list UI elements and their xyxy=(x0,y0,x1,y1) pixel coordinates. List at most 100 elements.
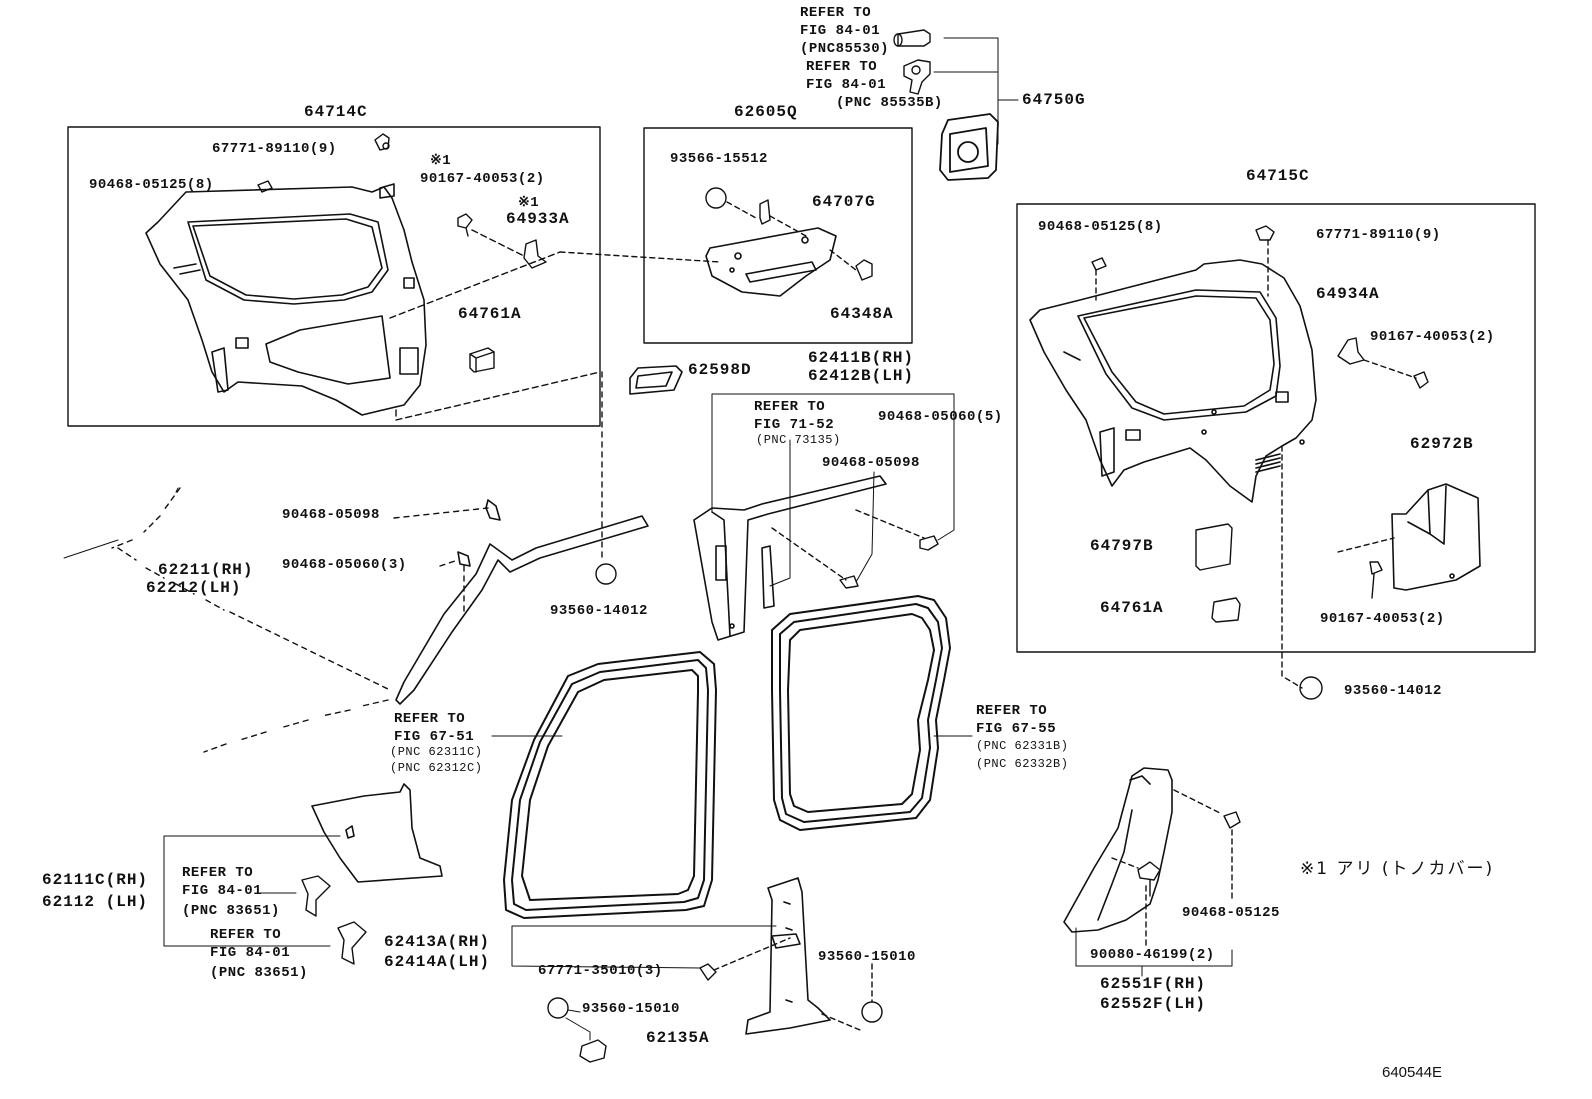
pad-64797B xyxy=(1195,523,1233,571)
weatherstrip-front xyxy=(503,651,717,919)
part-90468-05098-m: 90468-05098 xyxy=(822,455,920,471)
s-screw-93560-15010-l xyxy=(547,997,569,1019)
refer-84-a-3: (PNC85530) xyxy=(800,41,890,57)
part-90468-05098-lh: 90468-05098 xyxy=(282,507,380,523)
part-62212: 62212(LH) xyxy=(146,579,242,597)
part-62413A: 62413A(RH) xyxy=(384,933,491,951)
s-screw-93560-15010-r xyxy=(861,1001,883,1023)
part-62111C: 62111C(RH) xyxy=(42,871,149,889)
lamp-62598D xyxy=(629,365,683,395)
refer-67-55-3: (PNC 62331B) xyxy=(976,739,1069,753)
lamp-85535B xyxy=(903,59,931,95)
part-62211: 62211(RH) xyxy=(158,561,254,579)
group-box-64715C xyxy=(1016,203,1536,653)
refer-67-55-2: FIG 67-55 xyxy=(976,721,1057,737)
part-90167-40053-rh2: 90167-40053(2) xyxy=(1320,611,1445,627)
clip-83651-b xyxy=(337,921,367,965)
part-90468-05125-b: 90468-05125 xyxy=(1182,905,1280,921)
part-90468-05060-3: 90468-05060(3) xyxy=(282,557,407,573)
part-64348A: 64348A xyxy=(830,305,894,323)
clip-67771-89110-lh xyxy=(374,133,390,151)
clip-90468-05125-lh xyxy=(257,180,273,193)
bracket-plate-62605Q xyxy=(705,227,837,297)
s-screw-93560-14012-rh xyxy=(1299,676,1323,700)
refer-84-d-3: (PNC 83651) xyxy=(210,965,308,981)
part-93560-15010-r: 93560-15010 xyxy=(818,949,916,965)
clip-64348A xyxy=(855,259,873,281)
refer-67-55-1: REFER TO xyxy=(976,703,1048,719)
refer-67-51-4: (PNC 62312C) xyxy=(390,761,483,775)
part-62412B: 62412B(LH) xyxy=(808,367,915,385)
part-90468-05125-rh: 90468-05125(8) xyxy=(1038,219,1163,235)
clip-90468-05098-m xyxy=(839,575,859,589)
clip-62135A xyxy=(579,1039,607,1063)
part-62598D: 62598D xyxy=(688,361,752,379)
center-pillar-upper-trim xyxy=(693,475,887,641)
group-box-64714C xyxy=(67,126,601,427)
note-mark-1-tonneau-cover: ※1 アリ (トノカバー) xyxy=(1300,859,1495,879)
pad-64761A-rh xyxy=(1211,597,1241,623)
part-62411B: 62411B(RH) xyxy=(808,349,915,367)
refer-67-51-3: (PNC 62311C) xyxy=(390,745,483,759)
refer-71-2: FIG 71-52 xyxy=(754,417,835,433)
part-90080-46199: 90080-46199(2) xyxy=(1090,947,1215,963)
part-62551F: 62551F(RH) xyxy=(1100,975,1207,993)
mark-1-a: ※1 xyxy=(430,153,452,169)
s-screw-93566-15512 xyxy=(705,187,727,209)
part-93560-14012-rh: 93560-14012 xyxy=(1344,683,1442,699)
s-screw-93560-14012-m xyxy=(595,563,617,585)
part-64761A-rh: 64761A xyxy=(1100,599,1164,617)
a-pillar-trim xyxy=(395,499,649,705)
rear-lower-trim xyxy=(1063,767,1173,933)
part-64750G: 64750G xyxy=(1022,91,1086,109)
quarter-trim-rh xyxy=(1029,259,1317,503)
part-93560-14012-m: 93560-14012 xyxy=(550,603,648,619)
screw-90167-40053-lh xyxy=(457,213,473,237)
refer-84-b-2: FIG 84-01 xyxy=(806,77,887,93)
refer-67-51-1: REFER TO xyxy=(394,711,466,727)
part-93566-15512: 93566-15512 xyxy=(670,151,768,167)
refer-84-c-2: FIG 84-01 xyxy=(182,883,263,899)
part-62414A: 62414A(LH) xyxy=(384,953,491,971)
part-62605Q: 62605Q xyxy=(734,103,798,121)
refer-71-1: REFER TO xyxy=(754,399,826,415)
refer-84-b-1: REFER TO xyxy=(806,59,878,75)
cowl-side-trim xyxy=(311,783,443,883)
refer-84-d-2: FIG 84-01 xyxy=(210,945,291,961)
part-64715C: 64715C xyxy=(1246,167,1310,185)
part-64797B: 64797B xyxy=(1090,537,1154,555)
lamp-85530 xyxy=(893,29,931,47)
part-62552F: 62552F(LH) xyxy=(1100,995,1207,1013)
bracket-64933A xyxy=(523,239,547,269)
refer-84-c-3: (PNC 83651) xyxy=(182,903,280,919)
refer-67-55-4: (PNC 62332B) xyxy=(976,757,1069,771)
bracket-64707G xyxy=(759,199,771,225)
bracket-62972B xyxy=(1391,483,1481,591)
refer-71-3: (PNC 73135) xyxy=(756,433,841,447)
part-64761A-lh: 64761A xyxy=(458,305,522,323)
part-67771-35010: 67771-35010(3) xyxy=(538,963,663,979)
clip-90468-05125-rh xyxy=(1091,257,1107,271)
clip-83651-a xyxy=(301,875,331,917)
clip-67771-35010 xyxy=(699,963,717,981)
quarter-trim-lh xyxy=(145,183,427,416)
pad-64761A-lh xyxy=(469,347,495,373)
weatherstrip-rear xyxy=(771,595,951,831)
part-64933A: 64933A xyxy=(506,210,570,228)
refer-67-51-2: FIG 67-51 xyxy=(394,729,475,745)
part-64714C: 64714C xyxy=(304,103,368,121)
refer-84-a-2: FIG 84-01 xyxy=(800,23,881,39)
part-62972B: 62972B xyxy=(1410,435,1474,453)
part-64707G: 64707G xyxy=(812,193,876,211)
clip-90468-05060-5 xyxy=(919,535,939,551)
part-62112: 62112 (LH) xyxy=(42,893,149,911)
screw-90167-40053-rh1 xyxy=(1413,371,1429,389)
clip-67771-89110-rh xyxy=(1255,225,1275,241)
clip-90468-05125-b xyxy=(1223,811,1241,829)
illustration-code: 640544E xyxy=(1382,1064,1443,1081)
mark-1-b: ※1 xyxy=(518,195,540,211)
part-90167-40053-lh: 90167-40053(2) xyxy=(420,171,545,187)
refer-84-b-3: (PNC 85535B) xyxy=(836,95,943,111)
